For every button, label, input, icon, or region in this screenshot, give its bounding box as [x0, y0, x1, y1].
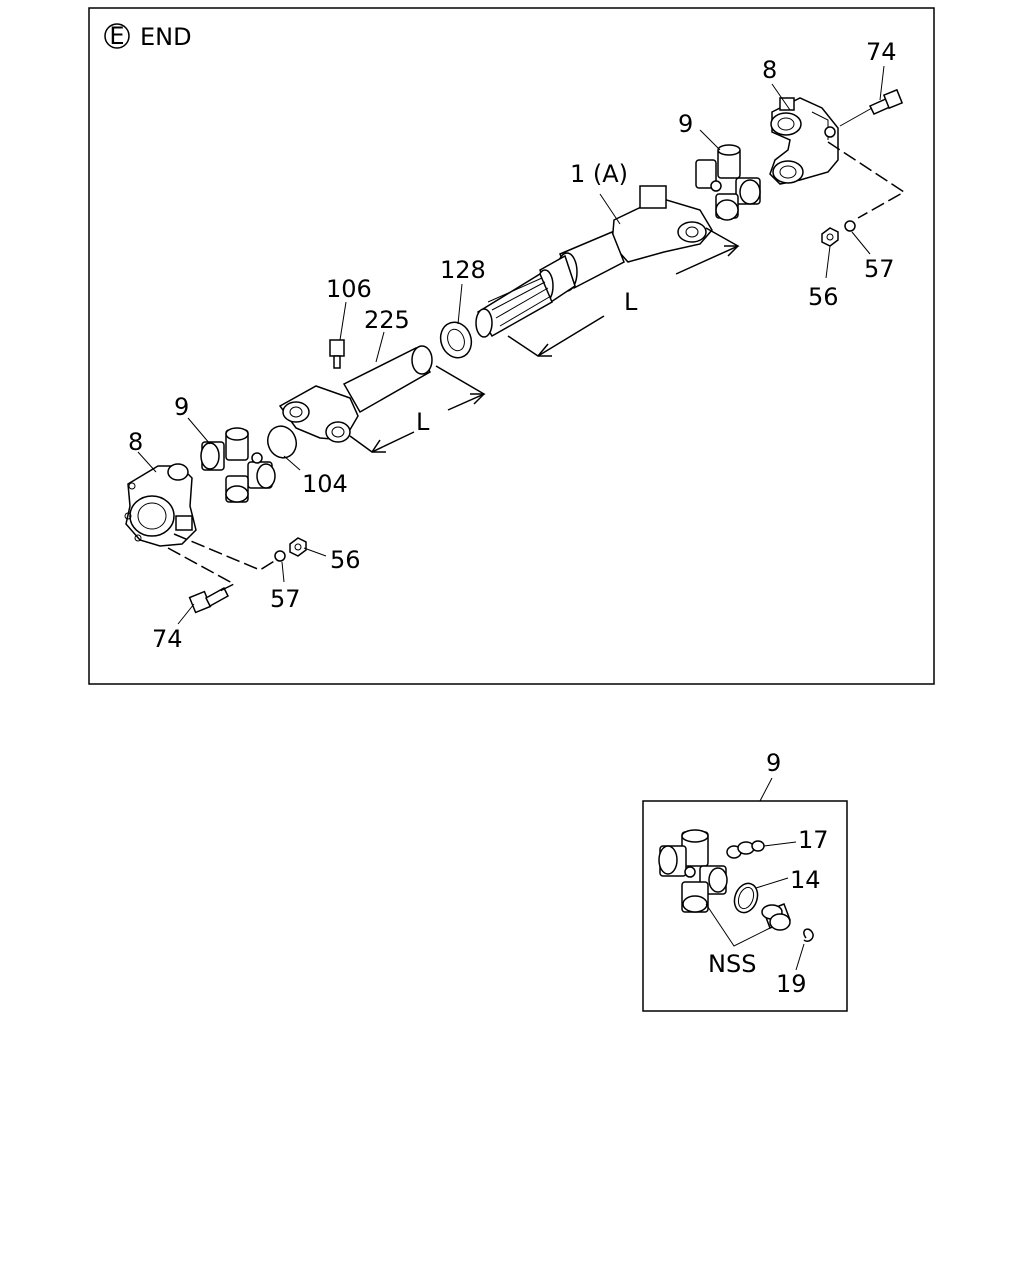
leader-74-left [177, 603, 195, 625]
leader-57-right [851, 231, 871, 255]
leader-1a [599, 193, 621, 225]
leader-17 [763, 841, 797, 847]
inset-bearing-cup [761, 903, 791, 931]
leader-nss [705, 903, 771, 947]
leader-9-left [187, 417, 211, 445]
leader-106 [339, 301, 347, 341]
inset-title: 9 [766, 749, 781, 777]
leader-104 [283, 455, 301, 471]
inset-panel: 9 [642, 749, 848, 1012]
callout-74-right: 74 [866, 38, 897, 66]
callout-57-left: 57 [270, 585, 301, 613]
callout-128: 128 [440, 256, 486, 284]
leader-9-right [699, 129, 721, 151]
cap-104 [267, 425, 297, 459]
end-title: END [140, 23, 192, 51]
callout-106: 106 [326, 275, 372, 303]
universal-joint-left-9 [200, 427, 276, 503]
leader-128 [457, 283, 463, 325]
leader-74-right-to-yoke [839, 107, 873, 127]
dimension-l-upper-label: L [624, 288, 638, 316]
universal-joint-right-9 [695, 144, 761, 221]
inset-spider [658, 829, 728, 913]
inset-frame [642, 800, 848, 1012]
leader-56-left [303, 547, 327, 557]
main-frame [88, 7, 935, 685]
inset-callout-17: 17 [798, 826, 829, 854]
dimension-l-lower [349, 365, 486, 453]
grease-fitting-106 [329, 339, 345, 369]
leader-19 [795, 943, 805, 971]
callout-8-right: 8 [762, 56, 777, 84]
callout-104: 104 [302, 470, 348, 498]
inset-title-leader [759, 777, 773, 802]
bolt-right-74 [868, 88, 904, 115]
sleeve-tube-225 [342, 345, 433, 414]
yoke-right-8 [769, 97, 839, 185]
bolt-left-74 [188, 586, 229, 614]
nut-right-56 [821, 227, 839, 247]
end-circle-icon [104, 23, 130, 49]
callout-8-left: 8 [128, 428, 143, 456]
slip-yoke-1a [611, 185, 713, 263]
callout-1a: 1 (A) [570, 160, 628, 188]
leader-8-right [771, 83, 791, 111]
washer-left-57 [274, 550, 286, 562]
leader-56-right [825, 245, 831, 279]
assembly-line-left [173, 533, 277, 571]
inset-seal-14 [733, 882, 759, 914]
inset-callout-14: 14 [790, 866, 821, 894]
yoke-left-8 [124, 463, 197, 547]
leader-225 [375, 331, 385, 363]
end-marker: E END [104, 22, 192, 51]
callout-225: 225 [364, 306, 410, 334]
dimension-l-lower-label: L [416, 408, 430, 436]
assembly-line-right [827, 141, 906, 219]
callout-57-right: 57 [864, 255, 895, 283]
inset-snap-ring-19 [803, 928, 814, 943]
inset-callout-19: 19 [776, 970, 807, 998]
washer-right-57 [844, 220, 856, 232]
leader-57-left [281, 561, 285, 583]
leader-74-right [879, 65, 885, 101]
callout-9-left: 9 [174, 393, 189, 421]
sleeve-yoke-225 [278, 385, 359, 443]
inset-callout-nss: NSS [708, 950, 756, 978]
callout-56-right: 56 [808, 283, 839, 311]
inset-grease-fitting-17 [726, 840, 765, 859]
dimension-l-upper [507, 227, 740, 357]
leader-14 [755, 877, 789, 889]
splined-shaft [475, 272, 553, 338]
leader-8-left [137, 451, 157, 473]
callout-56-left: 56 [330, 546, 361, 574]
seal-128 [439, 321, 473, 359]
end-circle-letter: E [109, 22, 124, 50]
callout-9-right: 9 [678, 110, 693, 138]
callout-74-left: 74 [152, 625, 183, 653]
shaft-tube-1a [536, 231, 625, 304]
assembly-line-left-bolt [167, 547, 236, 593]
nut-left-56 [289, 537, 307, 557]
